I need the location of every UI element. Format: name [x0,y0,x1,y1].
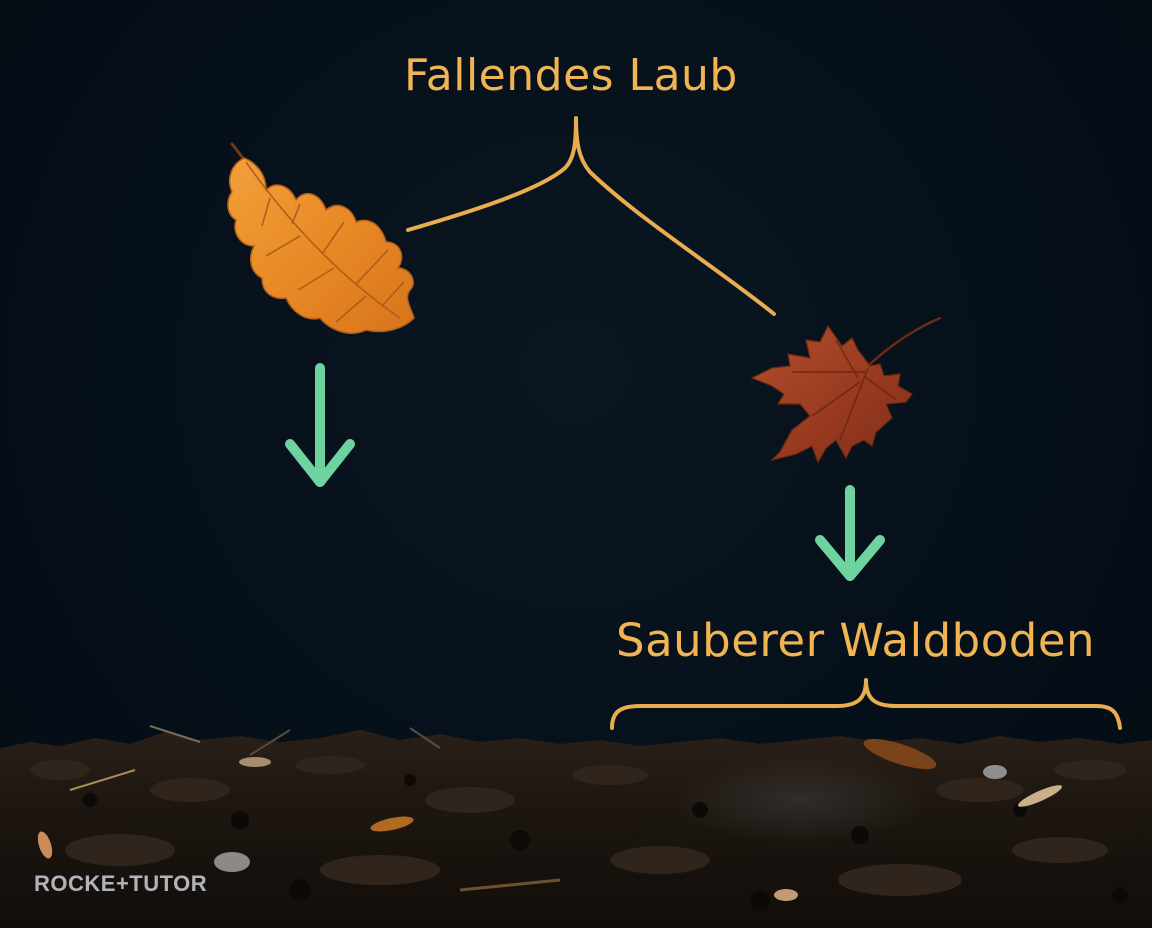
bottom-curly-brace [610,678,1122,730]
top-bracket [406,116,776,316]
falling-leaves-label: Fallendes Laub [404,50,738,101]
clean-forest-floor-label: Sauberer Waldboden [616,614,1096,667]
watermark-logo: ROCKE+TUTOR [34,871,208,896]
